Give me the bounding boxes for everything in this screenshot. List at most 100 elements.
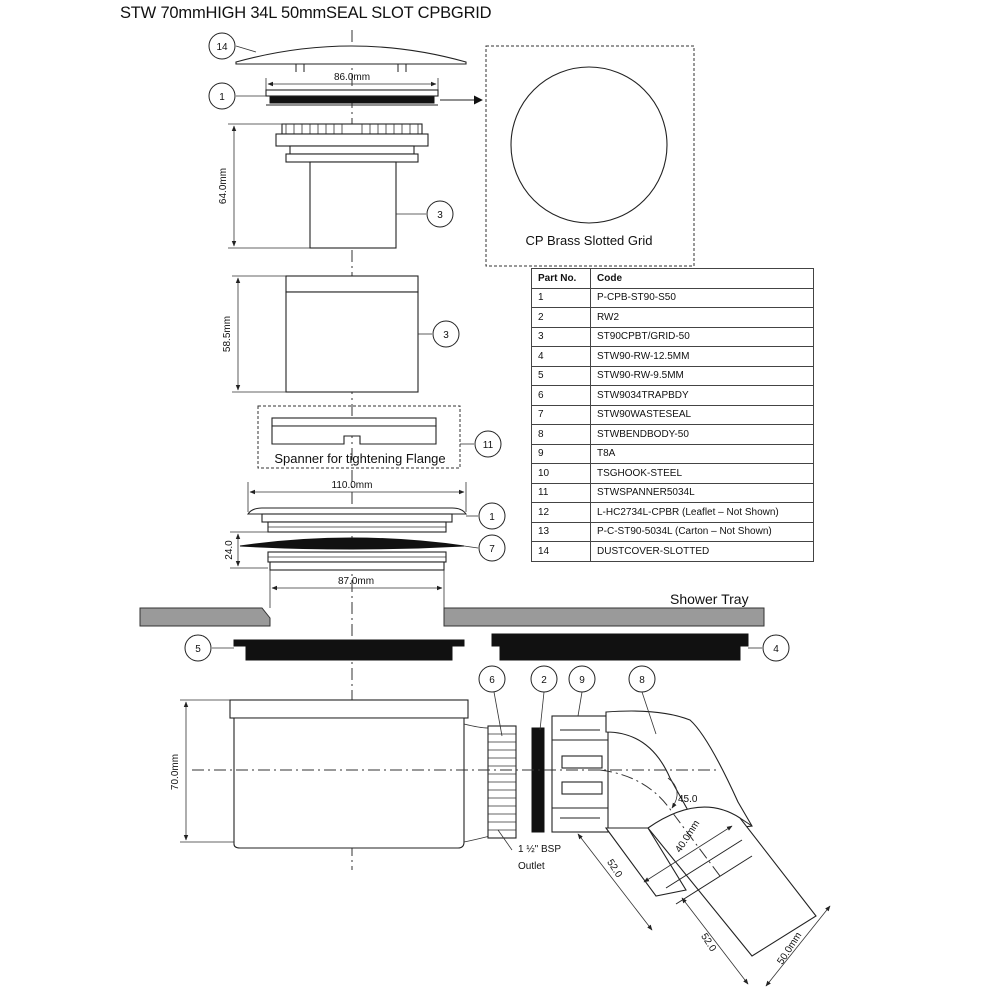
dim-64: 64.0mm bbox=[218, 123, 310, 249]
bubble-8: 8 bbox=[639, 675, 645, 686]
bubble-3-lower: 3 bbox=[443, 330, 449, 341]
part-code: RW2 bbox=[590, 307, 814, 328]
bubble-9: 9 bbox=[579, 675, 585, 686]
dim-45: 45.0 bbox=[667, 777, 698, 809]
grid-detail-box: CP Brass Slotted Grid bbox=[485, 45, 695, 267]
dim-52a-text: 52.0 bbox=[604, 857, 624, 880]
part-code: TSGHOOK-STEEL bbox=[590, 463, 814, 484]
part-no: 10 bbox=[531, 463, 591, 484]
trap-body-part-6 bbox=[229, 699, 517, 849]
part-code: STW90-RW-12.5MM bbox=[590, 346, 814, 367]
dim-52b-text: 52.0 bbox=[698, 931, 718, 954]
dim-86: 86.0mm bbox=[265, 72, 439, 90]
bubble-14: 14 bbox=[216, 42, 228, 53]
bubble-7: 7 bbox=[489, 544, 495, 555]
dim-70: 70.0mm bbox=[170, 699, 234, 843]
part-no: 7 bbox=[531, 404, 591, 425]
part-code: STW90-RW-9.5MM bbox=[590, 365, 814, 386]
dim-110-text: 110.0mm bbox=[332, 480, 373, 491]
bubble-5: 5 bbox=[195, 644, 201, 655]
header-code: Code bbox=[590, 268, 814, 289]
part-no: 8 bbox=[531, 424, 591, 445]
part-no: 12 bbox=[531, 502, 591, 523]
part-no: 5 bbox=[531, 365, 591, 386]
part-no: 9 bbox=[531, 443, 591, 464]
shower-tray-label: Shower Tray bbox=[670, 591, 749, 607]
dim-45-text: 45.0 bbox=[678, 794, 698, 805]
grid-part-1 bbox=[265, 89, 483, 106]
grid-label: CP Brass Slotted Grid bbox=[526, 233, 653, 248]
dim-87: 87.0mm bbox=[269, 570, 445, 608]
washer-part-2 bbox=[531, 727, 545, 833]
spanner-part-11: Spanner for tightening Flange bbox=[257, 405, 461, 469]
bubble-3-top: 3 bbox=[437, 210, 443, 221]
part-no: 6 bbox=[531, 385, 591, 406]
spanner-label: Spanner for tightening Flange bbox=[274, 451, 445, 466]
part-no: 1 bbox=[531, 287, 591, 308]
shower-tray: Shower Tray bbox=[139, 591, 765, 627]
outlet-callout: 1 ½" BSP Outlet bbox=[497, 829, 561, 872]
dim-24-text: 24.0 bbox=[224, 540, 235, 560]
part-code: T8A bbox=[590, 443, 814, 464]
part-code: DUSTCOVER-SLOTTED bbox=[590, 541, 814, 562]
part-code: STW9034TRAPBDY bbox=[590, 385, 814, 406]
part-code: L-HC2734L-CPBR (Leaflet – Not Shown) bbox=[590, 502, 814, 523]
bubble-6: 6 bbox=[489, 675, 495, 686]
part-no: 11 bbox=[531, 482, 591, 503]
nut-part-9 bbox=[551, 715, 609, 833]
part-no: 2 bbox=[531, 307, 591, 328]
bubble-1-top: 1 bbox=[219, 92, 225, 103]
seal-part-4 bbox=[491, 633, 749, 661]
dim-70-text: 70.0mm bbox=[170, 754, 181, 790]
bubble-2: 2 bbox=[541, 675, 547, 686]
part-code: STWSPANNER5034L bbox=[590, 482, 814, 503]
header-part-no: Part No. bbox=[531, 268, 591, 289]
parts-table-header: Part No. Code bbox=[531, 268, 814, 289]
dust-cover bbox=[235, 45, 467, 72]
part-code: STW90WASTESEAL bbox=[590, 404, 814, 425]
body-part-3-top bbox=[275, 123, 429, 249]
drawing-title: STW 70mmHIGH 34L 50mmSEAL SLOT CPBGRID bbox=[120, 4, 492, 22]
dim-24: 24.0 bbox=[224, 531, 268, 569]
outlet-label-line2: Outlet bbox=[518, 861, 545, 872]
flange-part-1 bbox=[239, 507, 468, 571]
dim-58: 58.5mm bbox=[222, 275, 286, 393]
callouts: 14 1 3 3 11 1 7 5 4 6 2 9 8 bbox=[184, 32, 790, 737]
dim-86-text: 86.0mm bbox=[334, 72, 370, 83]
bubble-11: 11 bbox=[483, 440, 494, 451]
part-code: ST90CPBT/GRID-50 bbox=[590, 326, 814, 347]
outlet-label-line1: 1 ½" BSP bbox=[518, 844, 561, 855]
part-code: STWBENDBODY-50 bbox=[590, 424, 814, 445]
dim-58-text: 58.5mm bbox=[222, 316, 233, 352]
seal-part-5 bbox=[233, 639, 465, 661]
bubble-4: 4 bbox=[773, 644, 779, 655]
body-part-3-lower bbox=[285, 275, 419, 393]
part-no: 3 bbox=[531, 326, 591, 347]
dim-87-text: 87.0mm bbox=[338, 576, 374, 587]
bubble-1-flange: 1 bbox=[489, 512, 495, 523]
part-no: 14 bbox=[531, 541, 591, 562]
part-code: P-C-ST90-5034L (Carton – Not Shown) bbox=[590, 521, 814, 542]
dim-64-text: 64.0mm bbox=[218, 168, 229, 204]
bend-body-part-8 bbox=[604, 710, 817, 957]
dim-110: 110.0mm bbox=[247, 480, 467, 512]
part-no: 13 bbox=[531, 521, 591, 542]
part-no: 4 bbox=[531, 346, 591, 367]
part-code: P-CPB-ST90-S50 bbox=[590, 287, 814, 308]
